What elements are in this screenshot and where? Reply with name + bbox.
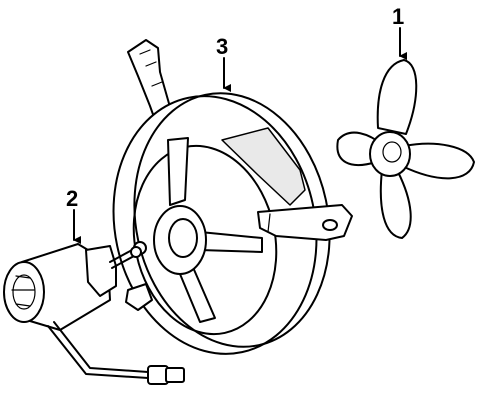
- fan-hub: [369, 131, 411, 177]
- motor-shaft: [109, 249, 135, 269]
- fan-blade-right: [401, 142, 475, 180]
- callout-1: 1: [392, 4, 407, 60]
- callout-2: 2: [66, 186, 81, 244]
- fan-blade-top: [376, 59, 418, 135]
- callout-label-2: 2: [66, 186, 78, 211]
- motor-wire: [47, 325, 149, 379]
- shroud-hub: [153, 205, 207, 275]
- shroud-spoke-upper: [167, 137, 189, 206]
- shroud-lower-bracket: [125, 283, 153, 311]
- callout-label-3: 3: [216, 34, 228, 59]
- fan-blade: [336, 59, 475, 239]
- shroud-side-panel: [221, 127, 306, 206]
- shroud-side-arm: [257, 204, 353, 241]
- motor-flange: [85, 245, 117, 297]
- motor-end-cap: [3, 261, 45, 323]
- fan-blade-bottom: [379, 169, 412, 239]
- callout-3: 3: [216, 34, 231, 92]
- fan-shroud: [112, 39, 353, 355]
- fan-motor: [3, 243, 185, 385]
- callout-label-1: 1: [392, 4, 404, 29]
